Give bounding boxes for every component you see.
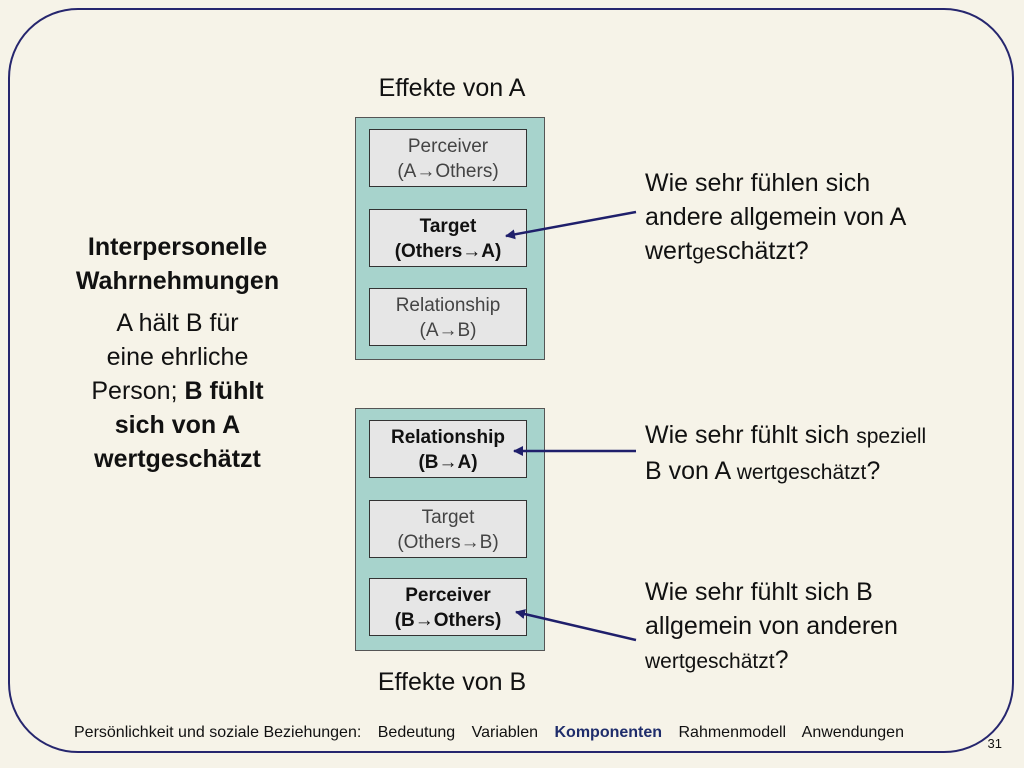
footer-navigation: Persönlichkeit und soziale Beziehungen: … [74,724,916,742]
box-label: Relationship [390,427,505,448]
question-3: Wie sehr fühlt sich B allgemein von ande… [645,575,1005,679]
box-target-a: Target (Others→A) [369,209,527,267]
left-text-line: sich von A [114,411,241,439]
slide-frame [8,8,1014,753]
box-label: Relationship [395,295,501,316]
box-sublabel: (B→Others) [394,610,502,631]
box-label: Target [421,507,475,528]
box-sublabel: (A→B) [419,320,477,341]
footer-link-komponenten[interactable]: Komponenten [554,724,663,741]
footer-link-anwendungen[interactable]: Anwendungen [801,724,904,741]
left-heading: Interpersonelle Wahrnehmungen [50,230,305,298]
box-label: Perceiver [407,136,489,157]
question-line: allgemein von anderen [645,612,898,640]
box-sublabel: (B→A) [418,452,478,473]
effects-b-title: Effekte von B [377,668,527,696]
left-text-line: eine ehrliche [106,343,249,371]
question-part: B von A [645,457,737,485]
page-number: 31 [987,736,1002,751]
left-text-part: Person; [91,377,185,405]
question-part: speziell [856,425,927,448]
arrow-to-perceiver-b [515,609,637,642]
question-line: Wie sehr fühlen sich [645,169,871,197]
box-perceiver-b: Perceiver (B→Others) [369,578,527,636]
left-text-part: B fühlt [184,377,264,405]
question-line: Wie sehr fühlt sich B [645,578,873,606]
box-sublabel: (Others→A) [394,241,502,262]
footer-course-title: Persönlichkeit und soziale Beziehungen: [74,724,362,741]
question-part: wertgeschätzt [645,650,775,673]
question-part: Wie sehr fühlt sich [645,421,857,449]
left-heading-line: Wahrnehmungen [75,267,280,295]
footer-link-bedeutung[interactable]: Bedeutung [377,724,456,741]
question-2: Wie sehr fühlt sich speziell B von A wer… [645,418,1005,490]
box-relationship-b: Relationship (B→A) [369,420,527,478]
footer-link-rahmenmodell[interactable]: Rahmenmodell [678,724,787,741]
question-line: andere allgemein von A [645,203,907,231]
footer-link-variablen[interactable]: Variablen [471,724,539,741]
box-sublabel: (Others→B) [397,532,499,553]
question-line: wertgeschätzt? [645,234,1005,270]
question-part: wertgeschätzt [736,461,867,484]
box-sublabel: (A→Others) [397,161,499,182]
question-part: ge [692,241,716,264]
arrow-to-target-a [505,210,637,240]
box-target-b: Target (Others→B) [369,500,527,558]
question-1: Wie sehr fühlen sich andere allgemein vo… [645,166,1005,270]
left-text-line: wertgeschätzt [94,445,261,473]
left-description: A hält B für eine ehrliche Person; B füh… [50,306,305,476]
left-text-line: Person; B fühlt [50,374,305,408]
box-relationship-a: Relationship (A→B) [369,288,527,346]
question-part: wert [645,237,693,265]
question-line: Wie sehr fühlt sich speziell [645,418,1005,454]
box-label: Perceiver [405,585,491,606]
question-part: ? [774,646,789,674]
question-part: schätzt? [715,237,809,265]
box-perceiver-a: Perceiver (A→Others) [369,129,527,187]
left-text-line: A hält B für [116,309,239,337]
effects-a-title: Effekte von A [378,74,526,102]
question-line: wertgeschätzt? [645,643,1005,679]
left-heading-line: Interpersonelle [87,233,268,261]
question-line: B von A wertgeschätzt? [645,454,1005,490]
box-label: Target [419,216,477,237]
question-part: ? [866,457,881,485]
